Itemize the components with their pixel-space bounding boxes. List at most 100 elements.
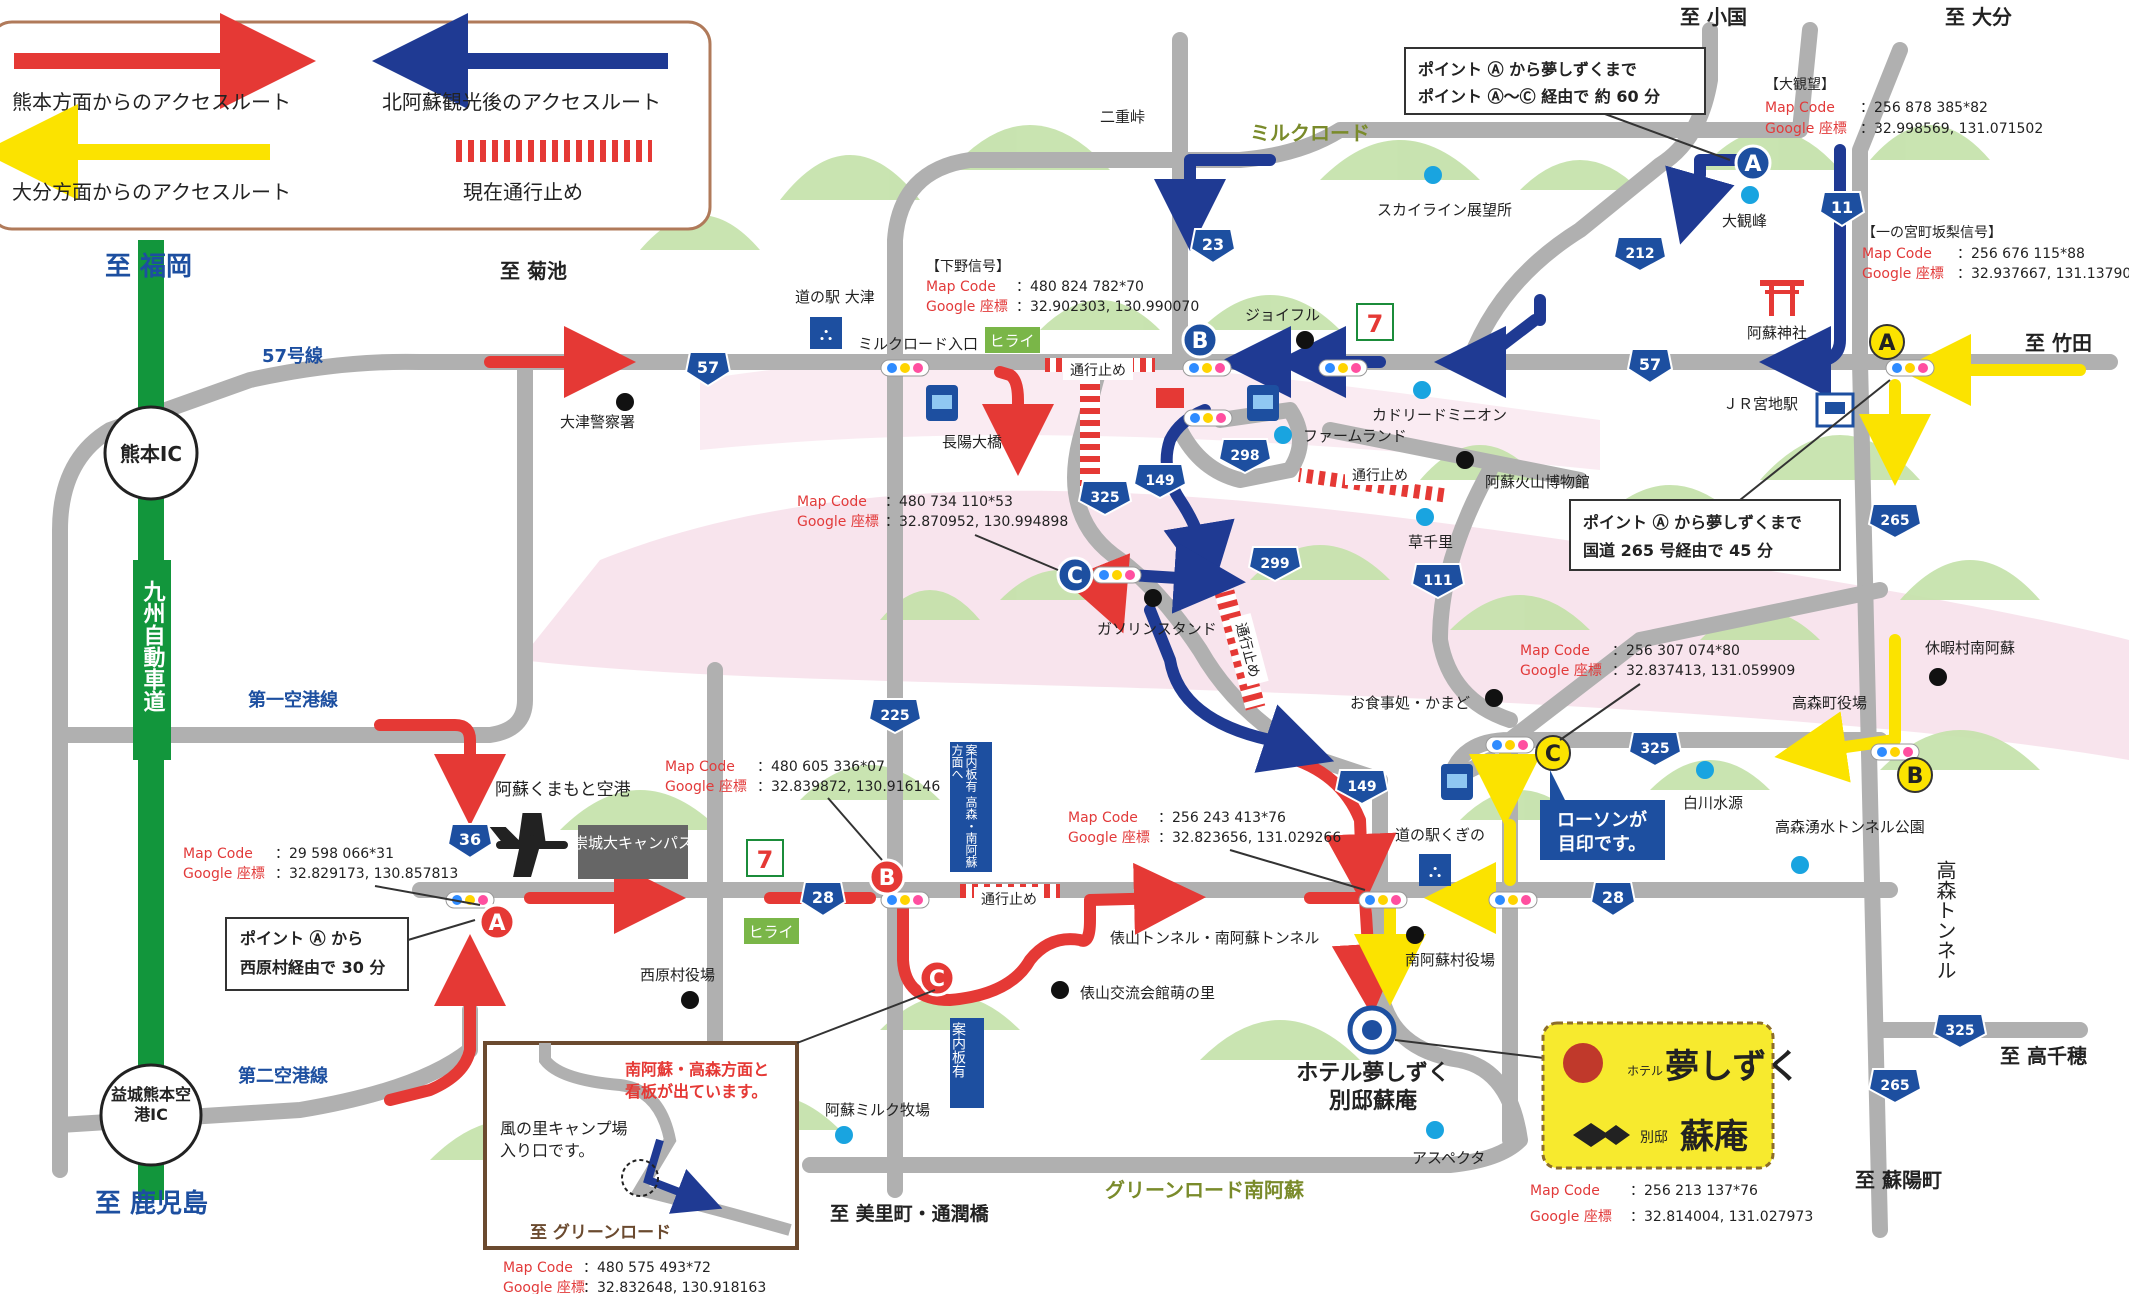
route-shield-111: 111 <box>1410 563 1466 600</box>
point-b-top-marker: B <box>1181 321 1219 359</box>
traffic-signal-icon <box>1318 359 1368 377</box>
svg-text:：32.829173, 130.857813: ：32.829173, 130.857813 <box>275 866 458 882</box>
svg-text:西原村役場: 西原村役場 <box>640 966 715 984</box>
route-shield-57b: 57 <box>1626 348 1674 385</box>
traffic-signal-icon <box>880 359 930 377</box>
svg-text:：256 213 137*76: ：256 213 137*76 <box>1630 1183 1758 1199</box>
route-shield-11: 11 <box>1818 191 1866 228</box>
svg-text:道の駅 大津: 道の駅 大津 <box>795 288 875 306</box>
callout-lawson: ローソンが 目印です。 <box>1540 770 1665 860</box>
svg-text:草千里: 草千里 <box>1408 533 1453 551</box>
traffic-signal-icon <box>1870 743 1920 761</box>
point-b-red-marker: B <box>868 858 906 896</box>
svg-text:至 グリーンロード: 至 グリーンロード <box>530 1222 671 1243</box>
svg-text:ポイント Ⓐ〜Ⓒ 経由で 約 60 分: ポイント Ⓐ〜Ⓒ 経由で 約 60 分 <box>1418 87 1660 106</box>
svg-text:A: A <box>488 911 505 936</box>
roadside-station-icon: ⛬ <box>810 317 842 349</box>
svg-text:南阿蘇村役場: 南阿蘇村役場 <box>1405 951 1495 969</box>
route-number-11: 11 <box>1831 198 1853 217</box>
callout-left: ポイント Ⓐ から 西原村経由で 30 分 <box>225 917 476 991</box>
svg-text:南阿蘇・高森方面と: 南阿蘇・高森方面と <box>625 1060 769 1079</box>
route-number-325c: 325 <box>1945 1023 1974 1039</box>
svg-text:【一の宮町坂梨信号】: 【一の宮町坂梨信号】 <box>1862 225 2002 241</box>
svg-text:俵山トンネル・南阿蘇トンネル: 俵山トンネル・南阿蘇トンネル <box>1110 929 1319 947</box>
svg-text:B: B <box>1192 329 1209 354</box>
route-number-28a: 28 <box>812 888 834 907</box>
svg-text:崇城大キャンパス: 崇城大キャンパス <box>573 834 693 852</box>
svg-text:Google 座標: Google 座標 <box>1520 663 1602 679</box>
svg-text:：32.823656, 131.029266: ：32.823656, 131.029266 <box>1158 830 1341 846</box>
svg-text:Map Code: Map Code <box>665 759 735 775</box>
map-code-hotel: Map Code ：256 213 137*76 Google 座標 ：32.8… <box>1530 1183 1813 1225</box>
svg-text:Google 座標: Google 座標 <box>926 299 1008 315</box>
svg-text:：480 575 493*72: ：480 575 493*72 <box>583 1260 711 1276</box>
route-shield-299: 299 <box>1247 546 1303 583</box>
signboard-1: 案内板有 高森・南阿蘇方面へ <box>950 742 992 872</box>
airplane-icon <box>489 813 568 877</box>
route-number-149b: 149 <box>1347 779 1376 795</box>
svg-text:：256 676 115*88: ：256 676 115*88 <box>1957 246 2085 262</box>
point-b-yellow-marker: B <box>1897 757 1933 793</box>
route-number-28b: 28 <box>1602 888 1624 907</box>
svg-text:ホテル: ホテル <box>1627 1064 1663 1078</box>
lawson-icon <box>1247 385 1279 421</box>
svg-text:：256 307 074*80: ：256 307 074*80 <box>1612 643 1740 659</box>
map-code-point-b-left: Map Code ：480 605 336*07 Google 座標 ：32.8… <box>665 759 940 861</box>
svg-text:Map Code: Map Code <box>503 1260 573 1276</box>
svg-text:Map Code: Map Code <box>926 279 996 295</box>
map-code-point-c-left: Map Code ：480 575 493*72 Google 座標 ：32.8… <box>503 1260 766 1294</box>
route-shield-265b: 265 <box>1867 1068 1923 1105</box>
svg-text:：32.837413, 131.059909: ：32.837413, 131.059909 <box>1612 663 1795 679</box>
legend-yellow-label: 大分方面からのアクセスルート <box>12 180 291 204</box>
map-code-point-c-top: Map Code ：480 734 110*53 Google 座標 ：32.8… <box>797 494 1068 571</box>
svg-text:C: C <box>1067 564 1083 589</box>
signboard-1-text: 案内板有 高森・南阿蘇方面へ <box>950 744 978 868</box>
svg-text:スカイライン展望所: スカイライン展望所 <box>1377 201 1512 219</box>
route-number-298: 298 <box>1230 448 1259 464</box>
svg-text:第一空港線: 第一空港線 <box>248 689 338 711</box>
dest-oguni: 至 小国 <box>1680 5 1747 29</box>
svg-text:：32.998569, 131.071502: ：32.998569, 131.071502 <box>1860 121 2043 137</box>
svg-text:：29 598 066*31: ：29 598 066*31 <box>275 846 394 862</box>
svg-text:Map Code: Map Code <box>1068 810 1138 826</box>
route-number-57b: 57 <box>1639 355 1661 374</box>
destination-labels: 至 小国 至 大分 至 福岡 至 菊池 至 竹田 至 鹿児島 至 美里町・通潤橋… <box>95 5 2092 1225</box>
svg-text:別邸蘇庵: 別邸蘇庵 <box>1329 1088 1418 1114</box>
callout-right: ポイント Ⓐ から夢しずくまで 国道 265 号経由で 45 分 <box>1569 379 1891 571</box>
traffic-signal-icon <box>1488 891 1538 909</box>
svg-text:大津警察署: 大津警察署 <box>560 413 635 431</box>
legend-closed-label: 現在通行止め <box>463 180 583 204</box>
traffic-signal-icon <box>1885 359 1935 377</box>
svg-text:大観峰: 大観峰 <box>1722 212 1767 230</box>
svg-text:：256 243 413*76: ：256 243 413*76 <box>1158 810 1286 826</box>
svg-text:俵山交流会館萌の里: 俵山交流会館萌の里 <box>1080 984 1215 1002</box>
dest-kikuchi: 至 菊池 <box>500 259 567 283</box>
hirai-label-box: ヒライ ヒライ <box>744 327 1040 944</box>
dest-takachiho: 至 高千穂 <box>2000 1044 2087 1068</box>
svg-text:Map Code: Map Code <box>1765 100 1835 116</box>
map-code-shimono: 【下野信号】 Map Code ：480 824 782*70 Google 座… <box>926 259 1199 315</box>
callout-top: ポイント Ⓐ から夢しずくまで ポイント Ⓐ〜Ⓒ 経由で 約 60 分 <box>1404 47 1731 161</box>
svg-text:：32.839872, 130.916146: ：32.839872, 130.916146 <box>757 779 940 795</box>
closed-label: 通行止め <box>1352 468 1408 484</box>
svg-text:Map Code: Map Code <box>797 494 867 510</box>
sojo-campus-box: 崇城大キャンパス <box>573 825 693 879</box>
svg-text:A: A <box>1878 331 1895 356</box>
kyushu-exp-label: 九州自動車道 <box>133 560 171 760</box>
route-shield-36: 36 <box>446 823 494 860</box>
traffic-signals <box>445 359 1935 909</box>
signboard-2-text: 案内板有 <box>950 1022 966 1078</box>
point-markers: A B C A B C A B C <box>478 144 1933 997</box>
svg-text:：32.937667, 131.137902: ：32.937667, 131.137902 <box>1957 266 2129 282</box>
route-number-299: 299 <box>1260 556 1289 572</box>
signboard-2: 案内板有 <box>950 1018 984 1108</box>
eneos-icon <box>1156 388 1184 408</box>
svg-text:阿蘇神社: 阿蘇神社 <box>1747 324 1807 342</box>
svg-text:高森町役場: 高森町役場 <box>1792 694 1867 712</box>
svg-text:Map Code: Map Code <box>1520 643 1590 659</box>
svg-text:阿蘇ミルク牧場: 阿蘇ミルク牧場 <box>825 1101 930 1119</box>
closed-label: 通行止め <box>981 892 1037 908</box>
traffic-signal-icon <box>445 891 495 909</box>
svg-text:高森湧水トンネル公園: 高森湧水トンネル公園 <box>1775 818 1925 836</box>
traffic-signal-icon <box>1183 409 1233 427</box>
